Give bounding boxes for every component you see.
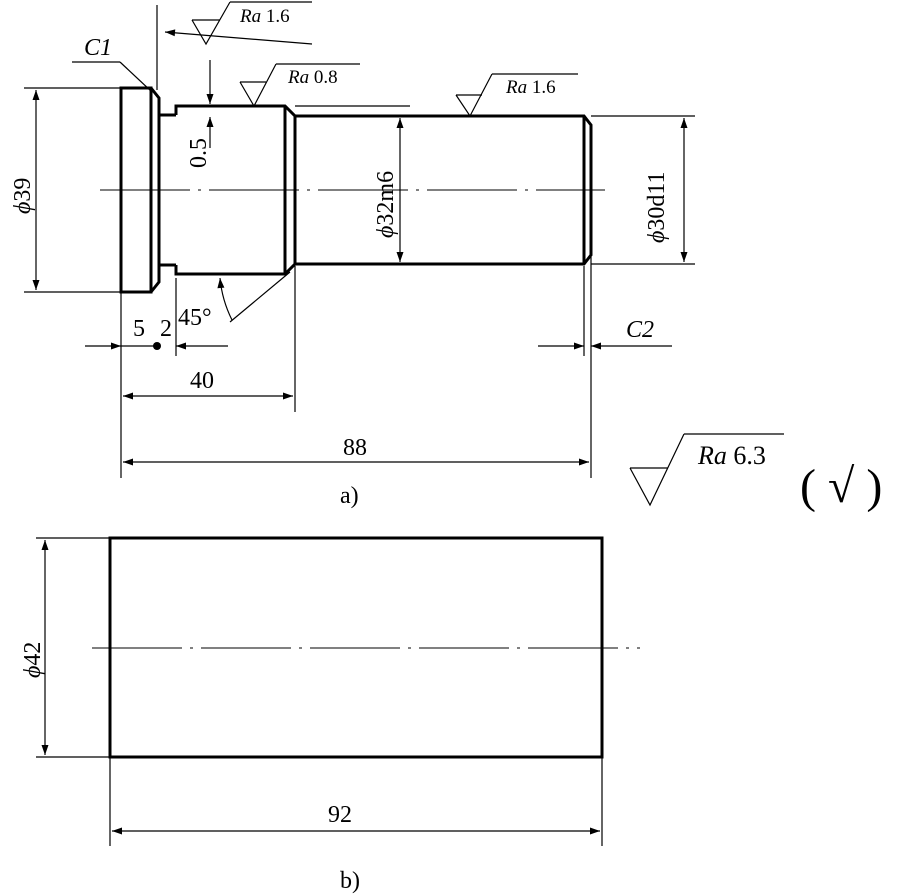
- view-b-blank: [92, 536, 640, 759]
- d42-value: 42: [20, 642, 46, 666]
- dimension-92: 92: [109, 757, 603, 846]
- dimension-dot: [153, 342, 161, 350]
- svg-text:Ra 1.6: Ra 1.6: [239, 6, 290, 27]
- d32-symbol: ϕ: [373, 226, 399, 238]
- groove-depth-value: 0.5: [186, 138, 212, 168]
- d30-value: 30d11: [644, 171, 670, 230]
- svg-text:Ra 0.8: Ra 0.8: [287, 67, 338, 88]
- dimension-d32: ϕ32m6: [295, 105, 410, 262]
- dimension-angle-45: 45°: [178, 271, 291, 331]
- len-40-value: 40: [190, 368, 214, 394]
- dimension-5-2: 5 2: [85, 278, 228, 478]
- chamfer-c1-callout: C1: [72, 35, 153, 93]
- d30-symbol: ϕ: [644, 231, 670, 243]
- svg-text:Ra 6.3: Ra 6.3: [697, 441, 766, 470]
- len-92-value: 92: [328, 802, 352, 828]
- roughness-general: Ra 6.3 ( √ ): [629, 433, 882, 513]
- ra-general-check: ( √ ): [800, 460, 882, 513]
- len-5-value: 5: [133, 316, 145, 342]
- roughness-face: Ra 1.6: [156, 1, 313, 90]
- d32-value: 32m6: [373, 171, 399, 226]
- d42-symbol: ϕ: [20, 666, 46, 678]
- ra-shaft-value: 1.6: [532, 77, 556, 98]
- roughness-shoulder: Ra 0.8: [239, 63, 360, 108]
- ra-general-value: 6.3: [733, 441, 766, 470]
- chamfer-c2-label: C2: [626, 317, 654, 343]
- d39-value: 39: [10, 178, 36, 202]
- ra-face-value: 1.6: [266, 6, 290, 27]
- view-a-shaft: [100, 86, 605, 294]
- dimension-groove-depth: 0.5: [186, 60, 214, 168]
- svg-text:ϕ32m6: ϕ32m6: [373, 171, 399, 238]
- roughness-shaft: Ra 1.6: [455, 73, 578, 118]
- ra-shoulder-value: 0.8: [314, 67, 338, 88]
- ra-face-label: Ra: [239, 6, 261, 27]
- angle-value: 45°: [178, 305, 212, 331]
- svg-text:ϕ30d11: ϕ30d11: [644, 171, 670, 243]
- svg-text:ϕ39: ϕ39: [10, 178, 36, 214]
- dimension-d42: ϕ42: [20, 537, 110, 758]
- dimension-40: 40: [123, 266, 296, 412]
- svg-text:Ra 1.6: Ra 1.6: [505, 77, 556, 98]
- len-2-value: 2: [160, 316, 172, 342]
- caption-b: b): [340, 868, 360, 894]
- dimension-88: 88: [123, 435, 589, 466]
- svg-text:ϕ42: ϕ42: [20, 642, 46, 678]
- len-88-value: 88: [343, 435, 367, 461]
- ra-shoulder-label: Ra: [287, 67, 309, 88]
- ra-shaft-label: Ra: [505, 77, 527, 98]
- ra-general-label: Ra: [697, 441, 727, 470]
- chamfer-c2-callout: C2: [538, 257, 672, 478]
- dimension-d30: ϕ30d11: [591, 115, 695, 265]
- dimension-d39: ϕ39: [10, 87, 121, 293]
- caption-a: a): [340, 483, 359, 509]
- d39-symbol: ϕ: [10, 202, 36, 214]
- chamfer-c1-label: C1: [84, 35, 112, 61]
